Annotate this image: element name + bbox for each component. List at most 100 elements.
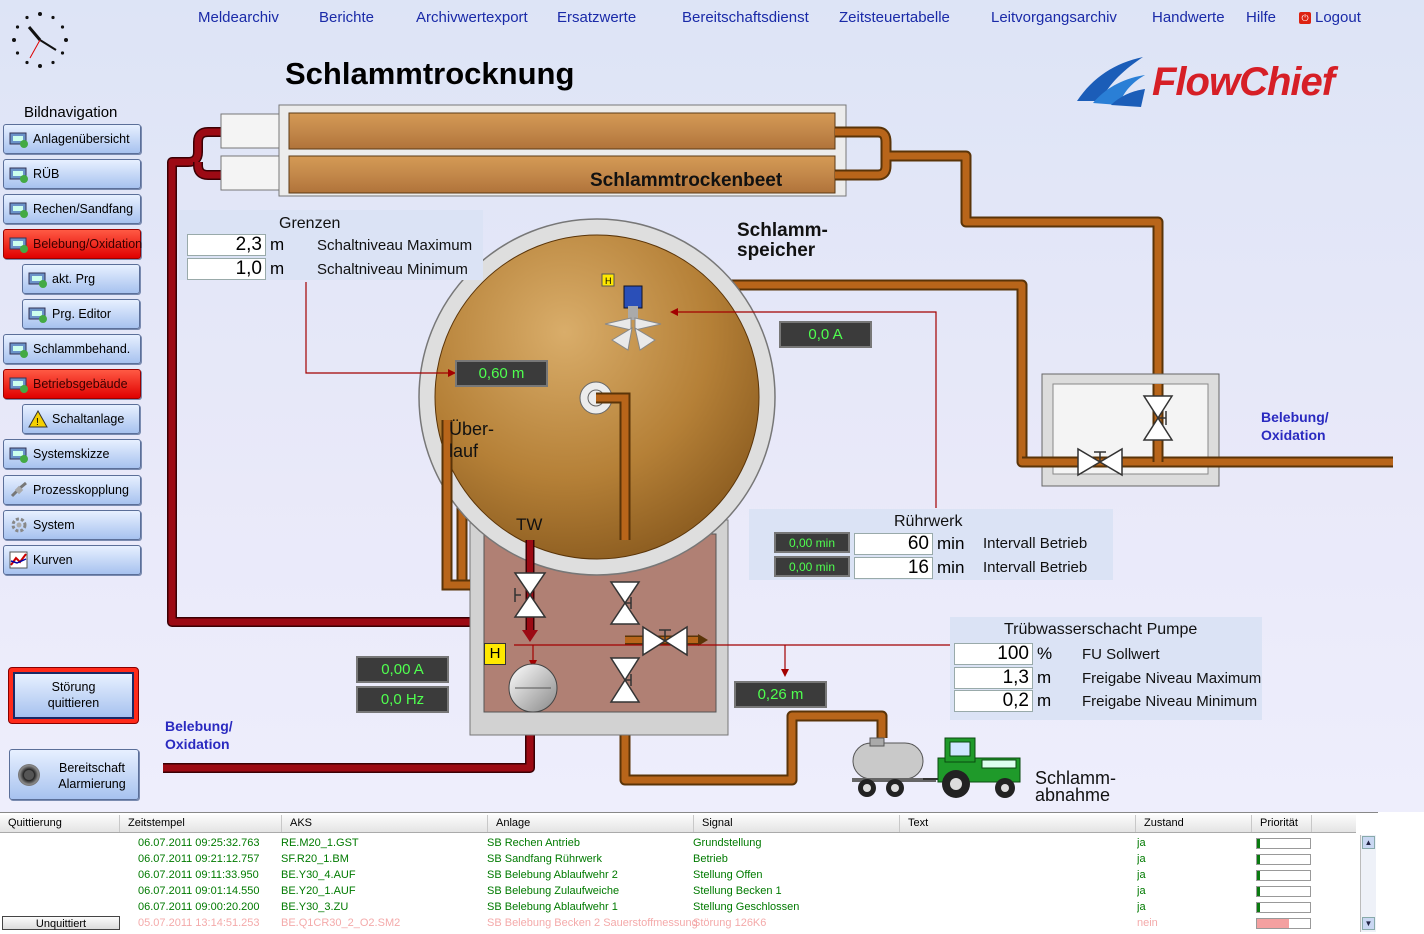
sidebar-item-prg-editor[interactable]: Prg. Editor bbox=[22, 299, 140, 329]
sidebar-item-belebung-oxidation[interactable]: Belebung/Oxidation bbox=[3, 229, 142, 259]
sidebar-item-systemskizze[interactable]: Systemskizze bbox=[3, 439, 141, 469]
alarm-cell-anlage: SB Rechen Antrieb bbox=[487, 837, 580, 849]
pump-release-min-field[interactable]: 0,2 bbox=[954, 690, 1033, 712]
sidebar-item-rueb[interactable]: RÜB bbox=[3, 159, 141, 189]
priority-bar bbox=[1256, 918, 1311, 929]
pump-release-max-label: Freigabe Niveau Maximum bbox=[1082, 670, 1262, 687]
priority-bar-fill bbox=[1257, 871, 1260, 880]
priority-bar bbox=[1256, 902, 1311, 913]
alarm-cell-time: 06.07.2011 09:21:12.757 bbox=[138, 853, 260, 865]
priority-bar bbox=[1256, 854, 1311, 865]
sidebar-item-schaltanlage[interactable]: !Schaltanlage bbox=[22, 404, 140, 434]
sidebar-item-anlagenuebersicht[interactable]: Anlagenübersicht bbox=[3, 124, 141, 154]
tractor-trailer bbox=[852, 737, 1021, 798]
alarm-cell-aks: BE.Q1CR30_2_O2.SM2 bbox=[281, 917, 401, 929]
stirrer-interval-field-1[interactable]: 60 bbox=[854, 533, 933, 555]
pump-setpoint-field[interactable]: 100 bbox=[954, 643, 1033, 665]
priority-bar-fill bbox=[1257, 919, 1289, 928]
nav-ersatzwerte[interactable]: Ersatzwerte bbox=[557, 9, 637, 26]
column-header-signal[interactable]: Signal bbox=[694, 815, 900, 832]
alarm-list-header: Quittierung Zeitstempel AKS Anlage Signa… bbox=[0, 815, 1356, 833]
stirrer-title: Rührwerk bbox=[894, 513, 963, 530]
sidebar-item-schlammbehand[interactable]: Schlammbehand. bbox=[3, 334, 141, 364]
fault-acknowledge-button[interactable]: Störung quittieren bbox=[8, 667, 139, 724]
sidebar-item-label: Anlagenübersicht bbox=[33, 132, 130, 146]
nav-berichte[interactable]: Berichte bbox=[319, 9, 375, 26]
nav-zeitsteuertabelle[interactable]: Zeitsteuertabelle bbox=[839, 9, 950, 26]
belebung-right-line2: Oxidation bbox=[1261, 427, 1326, 443]
stirrer-interval-field-2[interactable]: 16 bbox=[854, 557, 933, 579]
priority-bar-fill bbox=[1257, 903, 1260, 912]
sidebar-item-label: Betriebsgebäude bbox=[33, 377, 128, 391]
sidebar-item-rechen-sandfang[interactable]: Rechen/Sandfang bbox=[3, 194, 141, 224]
logout-label: Logout bbox=[1315, 9, 1361, 26]
alarm-cell-zustand: nein bbox=[1137, 917, 1158, 929]
nav-logout[interactable]: ⏻Logout bbox=[1299, 9, 1361, 26]
alarm-cell-signal: Stellung Offen bbox=[693, 869, 763, 881]
stirrer-interval-actual-1: 0,00 min bbox=[774, 532, 850, 553]
nav-meldearchiv[interactable]: Meldearchiv bbox=[198, 9, 279, 26]
alarm-cell-anlage: SB Belebung Ablaufwehr 1 bbox=[487, 901, 618, 913]
column-header-aks[interactable]: AKS bbox=[282, 815, 488, 832]
priority-bar bbox=[1256, 870, 1311, 881]
column-header-zeitstempel[interactable]: Zeitstempel bbox=[120, 815, 282, 832]
nav-handwerte[interactable]: Handwerte bbox=[1152, 9, 1225, 26]
level-display: 0,60 m bbox=[455, 360, 548, 387]
sludge-removal-label: Schlamm- abnahme bbox=[1035, 769, 1116, 804]
standby-line1: Bereitschaft bbox=[58, 761, 125, 775]
column-header-text[interactable]: Text bbox=[900, 815, 1136, 832]
link-icon bbox=[8, 480, 30, 500]
min-level-field[interactable]: 1,0 bbox=[187, 258, 266, 280]
stirrer-interval-label-2: Intervall Betrieb bbox=[983, 559, 1088, 576]
alarm-cell-time: 06.07.2011 09:11:33.950 bbox=[138, 869, 259, 881]
monitor-icon bbox=[8, 339, 30, 359]
scroll-up-icon[interactable]: ▲ bbox=[1362, 836, 1375, 849]
sidebar-item-betriebsgebaeude[interactable]: Betriebsgebäude bbox=[3, 369, 141, 399]
nav-leitvorgangsarchiv[interactable]: Leitvorgangsarchiv bbox=[991, 9, 1117, 26]
column-header-prioritaet[interactable]: Priorität bbox=[1252, 815, 1312, 832]
sidebar-item-kurven[interactable]: Kurven bbox=[3, 545, 141, 575]
flowchief-logo-icon bbox=[1077, 57, 1145, 107]
sidebar-item-prozesskopplung[interactable]: Prozesskopplung bbox=[3, 475, 141, 505]
pump-release-max-field[interactable]: 1,3 bbox=[954, 667, 1033, 689]
fault-ack-line1: Störung bbox=[51, 680, 96, 694]
belebung-left-line1: Belebung/ bbox=[165, 718, 233, 734]
overflow-line1: Über- bbox=[449, 419, 495, 439]
standby-alarm-button[interactable]: Bereitschaft Alarmierung bbox=[9, 749, 139, 800]
alarm-cell-signal: Grundstellung bbox=[693, 837, 762, 849]
sidebar-item-system[interactable]: System bbox=[3, 510, 141, 540]
standby-line2: Alarmierung bbox=[58, 777, 126, 791]
scroll-down-icon[interactable]: ▼ bbox=[1362, 917, 1375, 930]
alarm-list-scrollbar[interactable]: ▲ ▼ bbox=[1360, 835, 1376, 932]
belebung-left-label: Belebung/ Oxidation bbox=[165, 717, 233, 753]
alarm-cell-anlage: SB Belebung Becken 2 Sauerstoffmessung bbox=[487, 917, 698, 929]
pump-setpoint-unit: % bbox=[1037, 644, 1053, 663]
sidebar-item-akt-prg[interactable]: akt. Prg bbox=[22, 264, 140, 294]
unacknowledged-filter-button[interactable]: Unquittiert bbox=[2, 916, 120, 930]
nav-archivwertexport[interactable]: Archivwertexport bbox=[416, 9, 528, 26]
clock-icon bbox=[12, 12, 68, 68]
column-header-quittierung[interactable]: Quittierung bbox=[0, 815, 120, 832]
max-level-unit: m bbox=[270, 235, 285, 254]
pump-release-max-unit: m bbox=[1037, 668, 1052, 687]
column-header-zustand[interactable]: Zustand bbox=[1136, 815, 1252, 832]
alarm-cell-anlage: SB Sandfang Rührwerk bbox=[487, 853, 602, 865]
alarm-cell-anlage: SB Belebung Ablaufwehr 2 bbox=[487, 869, 618, 881]
max-level-field[interactable]: 2,3 bbox=[187, 234, 266, 256]
nav-bereitschaftsdienst[interactable]: Bereitschaftsdienst bbox=[682, 9, 809, 26]
priority-bar bbox=[1256, 838, 1311, 849]
drying-bed-label: Schlammtrockenbeet bbox=[590, 170, 783, 191]
column-header-anlage[interactable]: Anlage bbox=[488, 815, 694, 832]
chart-icon bbox=[8, 550, 30, 570]
nav-hilfe[interactable]: Hilfe bbox=[1246, 9, 1277, 26]
stirrer-interval-unit-2: min bbox=[937, 558, 965, 577]
process-diagram: H bbox=[163, 104, 1393, 798]
sludge-storage-label: Schlamm- speicher bbox=[737, 221, 828, 261]
page-title: Schlammtrocknung bbox=[285, 56, 575, 91]
